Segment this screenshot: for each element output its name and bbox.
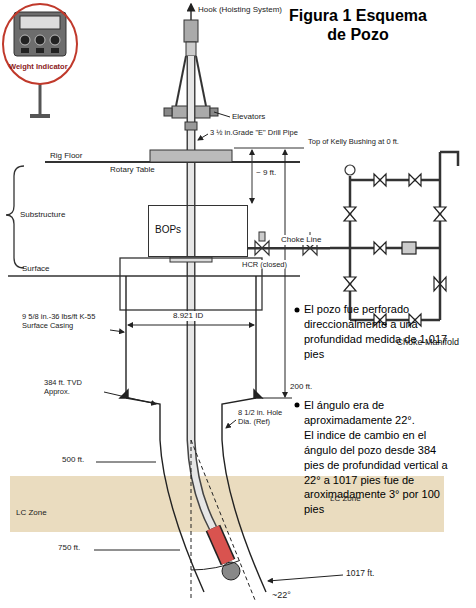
casing-label: 9 5/8 in.-36 lbs/ft K-55 Surface Casing <box>22 312 108 330</box>
note-text: El ángulo era de aproximadamente 22°. <box>304 398 452 428</box>
dimension-label: 200 ft. <box>289 382 313 392</box>
edge-label: Choke Line <box>280 235 322 245</box>
rig-floor <box>6 148 304 268</box>
zone-label: LC Zone <box>16 508 47 518</box>
depth-label: 500 ft. <box>62 455 84 465</box>
title: Figura 1 Esquema de Pozo <box>288 6 428 44</box>
datum-label: Top of Kelly Bushing at 0 ft. <box>308 137 404 146</box>
wellhead <box>8 232 317 310</box>
drill-bit <box>222 562 240 580</box>
part-label: Rotary Table <box>110 165 155 175</box>
depth-label: 1017 ft. <box>346 568 374 578</box>
datum-label: Surface <box>22 264 50 274</box>
node-text: BOPs <box>155 224 181 236</box>
weight-indicator <box>3 4 77 118</box>
angle-label: ~22° <box>272 590 291 601</box>
bop-box: BOPs <box>148 205 248 257</box>
part-label: Rig Floor <box>50 151 82 161</box>
bha <box>213 528 228 562</box>
choke-manifold: Choke Manifold <box>330 140 465 352</box>
bullet <box>295 308 300 313</box>
zone-label: LC Zone <box>330 494 361 504</box>
bullet <box>295 403 300 408</box>
part-label: Elevators <box>232 112 265 122</box>
note-text: El pozo fue perforado direccionalmente a… <box>304 302 452 361</box>
casing-and-hole <box>120 150 292 600</box>
tool-joint <box>185 122 197 130</box>
depth-label: 750 ft. <box>58 543 80 553</box>
note-text: El indice de cambio en el ángulo del poz… <box>304 428 452 517</box>
valve-label: HCR (closed) <box>241 260 288 269</box>
hole-label: 8 1/2 in. Hole Dia. (Ref) <box>238 408 290 426</box>
depth-label: 384 ft. TVD Approx. <box>44 378 102 396</box>
dimension-label: 8.921 ID <box>172 311 204 321</box>
bha-outline <box>213 528 228 562</box>
dimension-label: ~ 9 ft. <box>256 168 276 178</box>
choke-line <box>248 247 330 250</box>
gauge-label: Weight Indicator <box>9 62 68 71</box>
node-text: Choke Manifold <box>396 337 459 348</box>
part-label: Substructure <box>20 210 65 220</box>
choke-manifold-piping <box>330 152 458 320</box>
hook-label: Hook (Hoisting System) <box>198 5 282 15</box>
part-label: 3 ½ in.Grade "E" Drill Pipe <box>210 128 298 137</box>
